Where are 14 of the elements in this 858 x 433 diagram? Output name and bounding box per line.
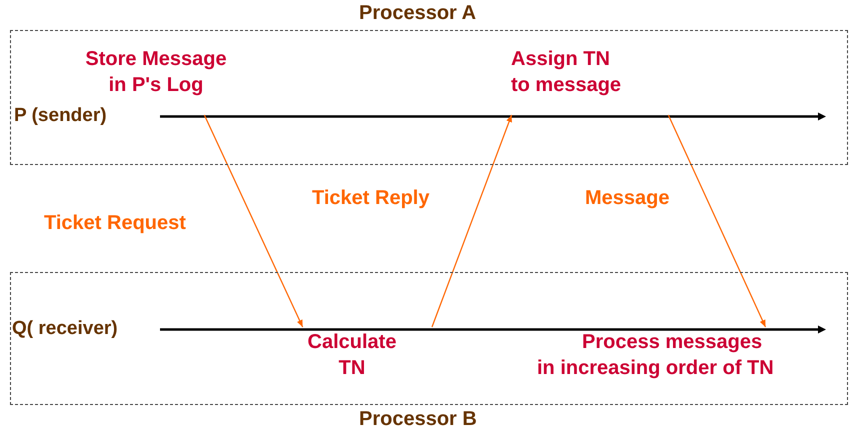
arrow: [204, 114, 304, 328]
annotation-text: Calculate TN: [306, 330, 398, 381]
group-title: Processor B: [359, 408, 477, 431]
group-title: Processor A: [359, 2, 476, 25]
annotation-text: Assign TN to message: [511, 47, 622, 98]
arrow: [668, 114, 766, 328]
annotation-text: Store Message in P's Log: [84, 47, 228, 98]
annotation-text: Process messages in increasing order of TN: [537, 330, 775, 381]
arrow: [431, 114, 512, 328]
lifeline-label: P (sender): [14, 102, 107, 130]
lifeline-label: Q( receiver): [12, 315, 118, 343]
edge-label: Ticket Reply: [312, 187, 430, 210]
edge-label: Message: [585, 187, 670, 210]
edge-label: Ticket Request: [44, 212, 186, 235]
